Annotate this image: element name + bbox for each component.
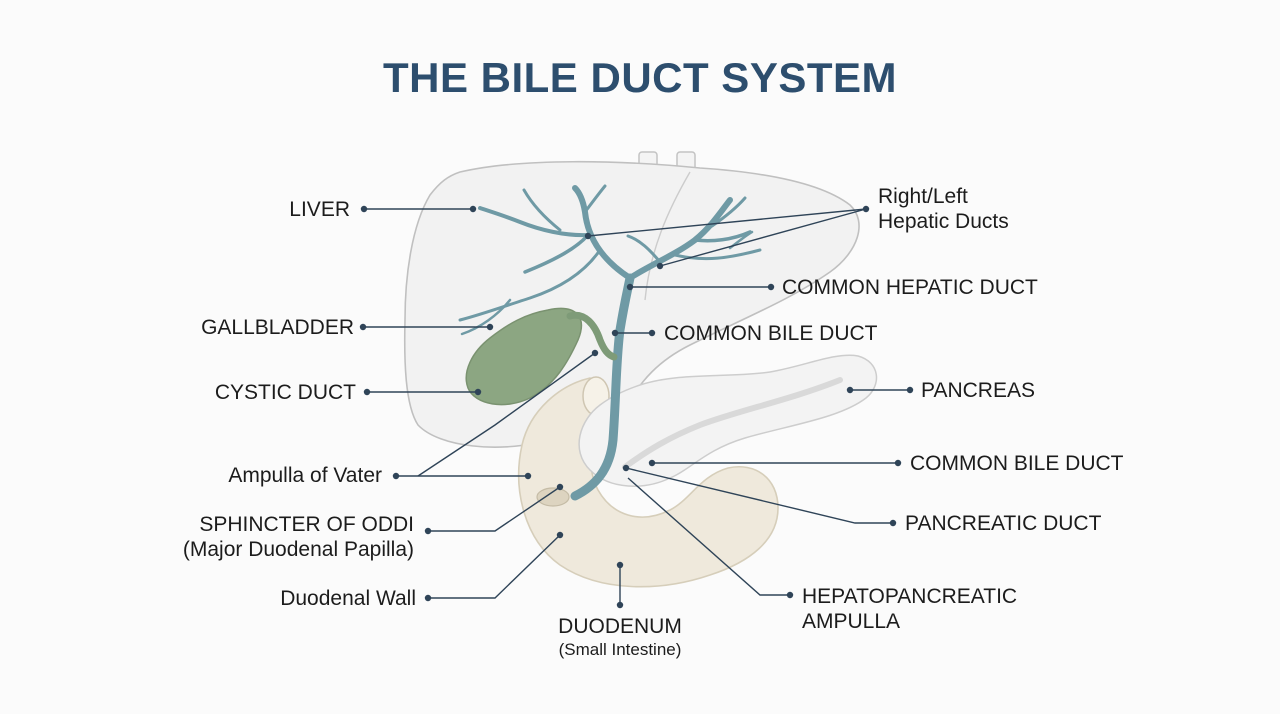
label-cystic-duct: CYSTIC DUCT [214,381,356,404]
papilla-shape [536,487,570,507]
label-pancreatic-duct: PANCREATIC DUCT [905,512,1102,535]
label-hepatopancreatic-ampulla: HEPATOPANCREATIC AMPULLA [802,584,1017,634]
pancreas-shape [578,354,878,487]
label-hepatopancreatic-line1: HEPATOPANCREATIC [802,585,1018,608]
label-common-bile-duct-lower: COMMON BILE DUCT [910,452,1124,475]
label-hepatic-line2: Hepatic Ducts [878,210,1009,233]
label-hepatic-ducts: Right/Left Hepatic Ducts [878,184,1009,234]
label-liver: LIVER [289,198,350,221]
label-sphincter-line2: (Major Duodenal Papilla) [182,538,414,561]
cystic-duct-shape [566,311,618,361]
gallbladder-shape [465,307,583,406]
label-sphincter-of-oddi: SPHINCTER OF ODDI (Major Duodenal Papill… [183,512,414,562]
pancreatic-duct-shape [622,377,843,470]
label-duodenum: DUODENUM (Small Intestine) [520,614,720,661]
label-pancreas: PANCREAS [921,379,1035,402]
label-hepatic-line1: Right/Left [878,185,968,208]
label-duodenum-line1: DUODENUM [558,615,682,638]
label-sphincter-line1: SPHINCTER OF ODDI [199,513,414,536]
label-gallbladder: GALLBLADDER [201,316,354,339]
label-common-bile-duct-upper: COMMON BILE DUCT [664,322,878,345]
bile-duct-tree [458,184,762,501]
liver-lobe-division [644,171,691,301]
label-duodenum-line2: (Small Intestine) [558,640,682,659]
label-duodenal-wall: Duodenal Wall [280,587,416,610]
leader-lines [359,205,914,609]
label-hepatopancreatic-line2: AMPULLA [802,610,901,633]
diagram-title: THE BILE DUCT SYSTEM [382,54,898,101]
label-common-hepatic-duct: COMMON HEPATIC DUCT [782,276,1038,299]
label-ampulla-of-vater: Ampulla of Vater [228,464,382,487]
